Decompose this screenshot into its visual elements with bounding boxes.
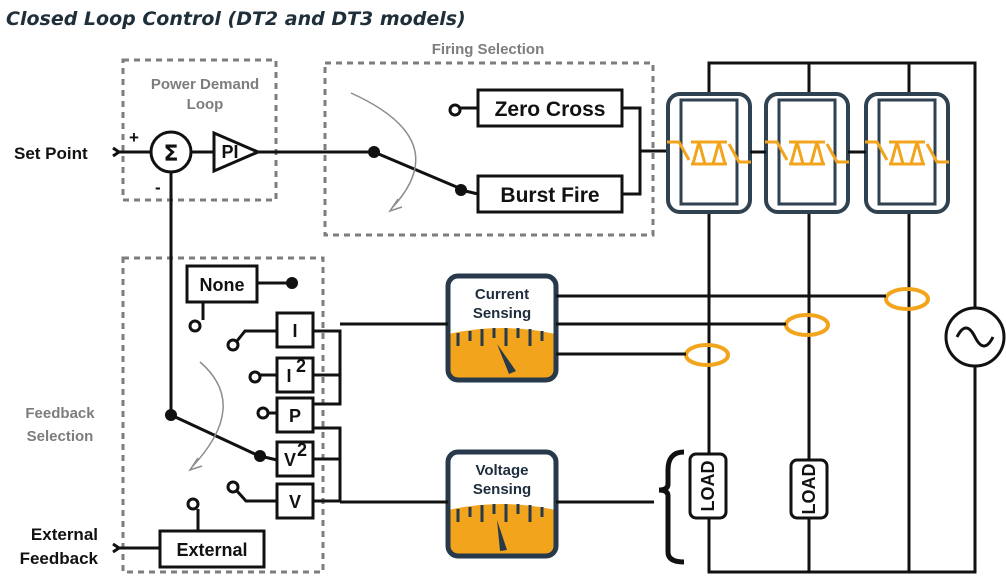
v-label: V [289, 492, 301, 512]
none-label: None [200, 275, 245, 295]
current-sensing-meter [445, 273, 559, 383]
load-2-label: LOAD [799, 464, 819, 515]
p-label: P [289, 406, 301, 426]
set-point-label: Set Point [14, 144, 88, 163]
i-label: I [292, 321, 297, 341]
current-sensing-label-2: Sensing [473, 305, 531, 322]
feedback-option-external[interactable] [158, 529, 266, 569]
voltage-sensing-label-1: Voltage [475, 462, 528, 479]
pi-label: PI [221, 142, 238, 162]
power-demand-loop-label-2: Loop [187, 96, 224, 113]
current-transformer-2 [784, 313, 830, 337]
current-transformer-1 [684, 343, 730, 367]
i2-label: I [286, 366, 291, 386]
gauge-icon [448, 504, 556, 556]
voltage-sensing-meter [445, 449, 559, 559]
firing-selection-label: Firing Selection [432, 41, 545, 58]
minus-sign: - [155, 178, 161, 197]
external-feedback-label: External [31, 525, 98, 544]
feedback-selection-box [121, 256, 325, 574]
firing-rotation-arc [350, 92, 417, 209]
voltage-sensing-label-2: Sensing [473, 481, 531, 498]
gauge-icon [448, 328, 556, 380]
zero-cross-label: Zero Cross [495, 98, 606, 121]
external-feedback-label-2: Feedback [20, 549, 99, 568]
feedback-rotation-arc [191, 361, 224, 468]
v2-label: V [284, 450, 296, 470]
firing-selection-box [323, 61, 655, 237]
load-1-label: LOAD [698, 461, 718, 512]
burst-fire-label: Burst Fire [500, 184, 599, 207]
feedback-switch-blade [170, 413, 258, 457]
sigma-symbol: Σ [163, 142, 178, 167]
current-transformer-3 [884, 287, 930, 311]
power-demand-loop-box [121, 58, 278, 202]
current-sensing-label-1: Current [475, 286, 529, 303]
load-bracket [658, 449, 685, 565]
diagram-title: Closed Loop Control (DT2 and DT3 models) [6, 8, 466, 30]
zero-cross-option[interactable] [476, 88, 624, 128]
feedback-selection-label-2: Selection [27, 428, 94, 445]
pi-controller [212, 130, 262, 174]
feedback-selection-label: Feedback [25, 405, 95, 422]
feedback-option-p[interactable] [275, 396, 315, 434]
v2-superscript: 2 [297, 440, 307, 460]
feedback-option-i[interactable] [275, 311, 315, 349]
power-demand-loop-label: Power Demand [151, 76, 259, 93]
feedback-option-v-squared[interactable] [275, 440, 315, 478]
i2-superscript: 2 [296, 356, 306, 376]
feedback-option-v[interactable] [275, 482, 315, 520]
plus-sign: + [129, 128, 139, 147]
external-label: External [176, 540, 247, 560]
firing-switch-blade [373, 150, 460, 190]
load-1 [688, 452, 728, 520]
load-2 [789, 458, 829, 520]
